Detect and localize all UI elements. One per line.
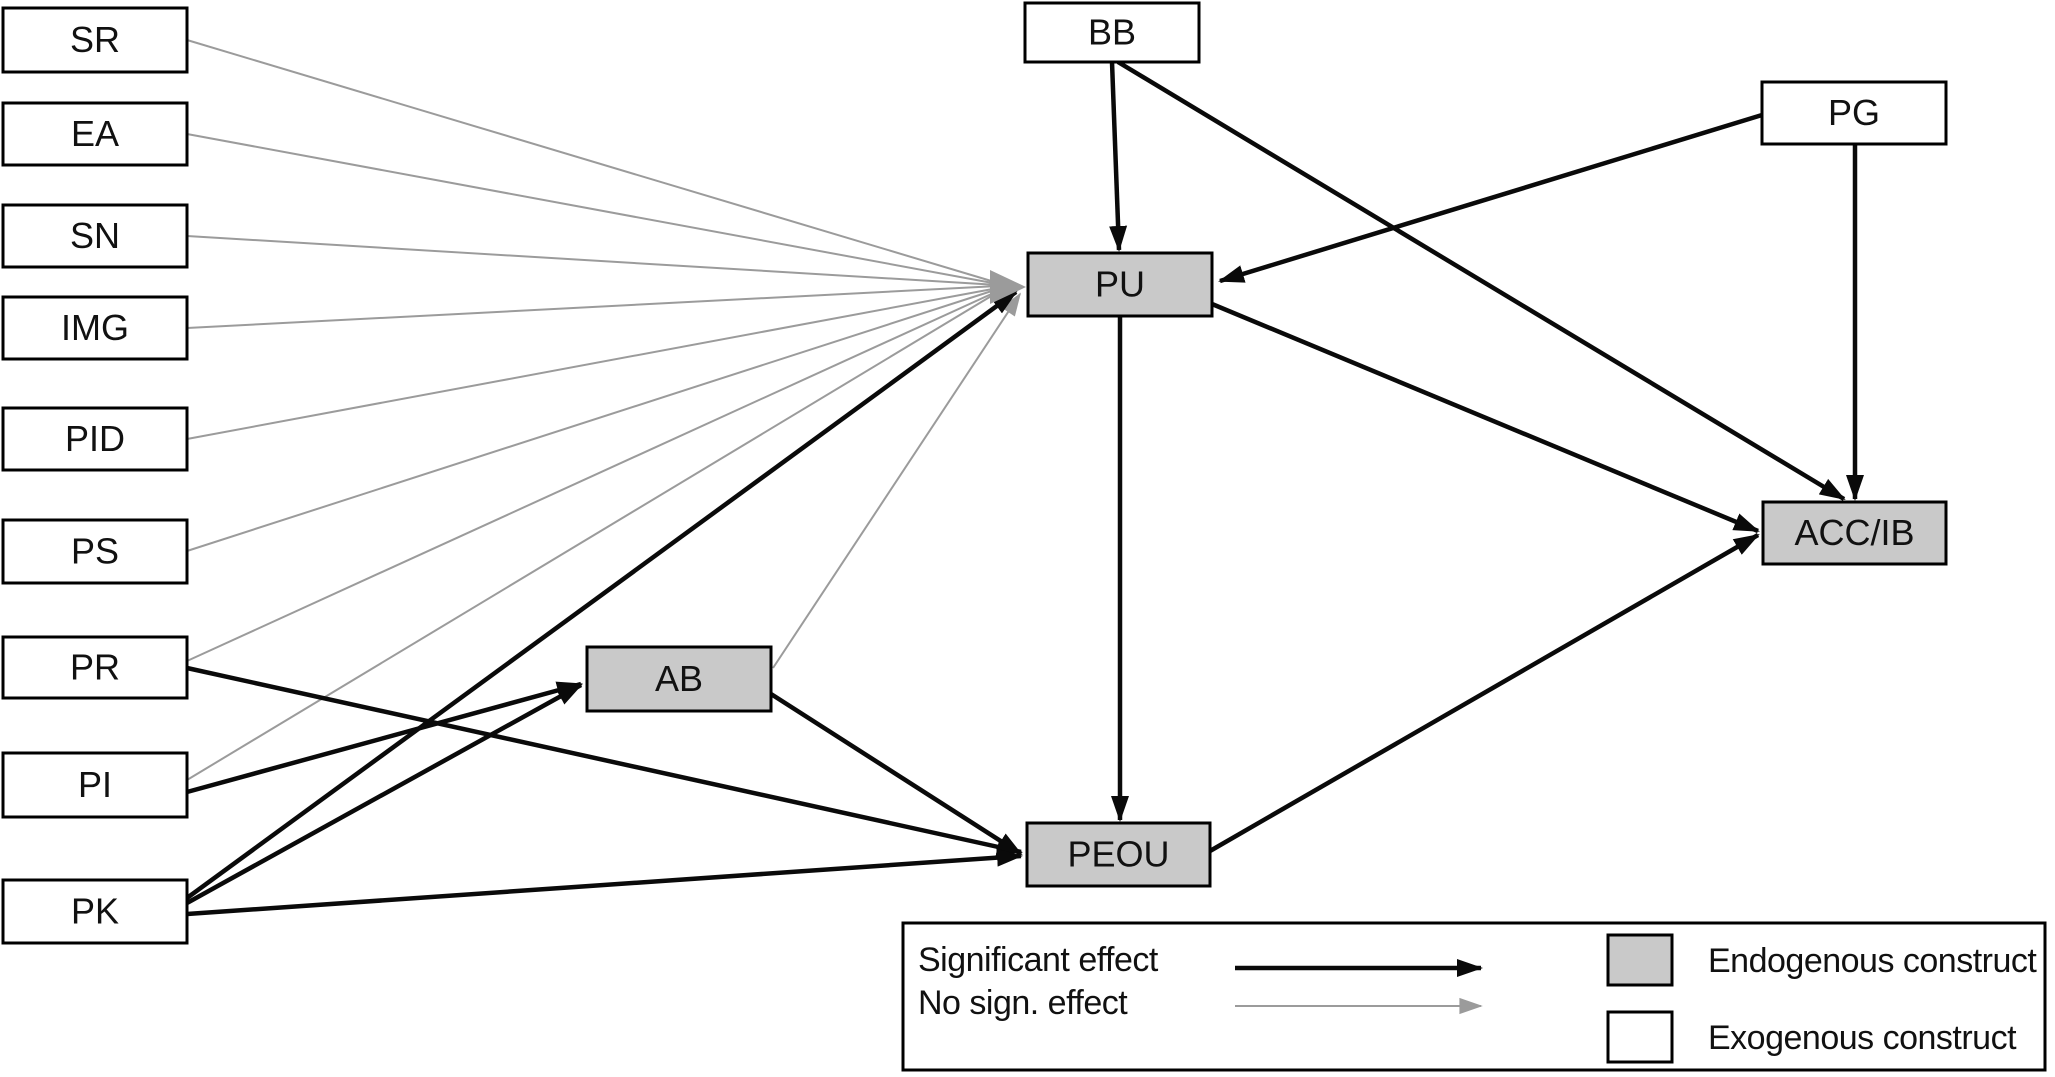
- node-box-PK: [1, 878, 189, 945]
- edges-layer: [185, 39, 1864, 917]
- node-label-PID: PID: [65, 418, 125, 459]
- node-label-EA: EA: [71, 113, 119, 154]
- node-label-PK: PK: [71, 891, 119, 932]
- node-box-ACCIB: [1761, 500, 1948, 566]
- legend-exogenous-swatch: [1606, 1010, 1674, 1064]
- legend-no-sign-label: No sign. effect: [918, 984, 1128, 1022]
- node-box-IMG: [1, 295, 189, 361]
- edge-PU-ACCIB: [1211, 301, 1760, 534]
- node-label-BB: BB: [1088, 12, 1136, 53]
- node-label-PG: PG: [1828, 92, 1880, 133]
- edge-IMG-PU: [186, 285, 999, 329]
- edge-BB-PU: [1109, 61, 1128, 252]
- node-PR: PR: [1, 635, 189, 700]
- edge-PID-PU: [186, 287, 999, 440]
- node-PID: PID: [1, 406, 189, 472]
- edge-PK-AB: [185, 683, 583, 905]
- node-label-IMG: IMG: [61, 307, 129, 348]
- node-box-PR: [1, 635, 189, 700]
- node-box-EA: [1, 101, 189, 167]
- edge-BB-ACCIB: [1116, 60, 1846, 501]
- edge-EA-PU: [186, 133, 999, 285]
- node-box-PI: [1, 751, 189, 819]
- node-ACCIB: ACC/IB: [1761, 500, 1948, 566]
- nodes-layer: SR EA SN IMG PID PS PR PI PK BB PG PU AB PEOU ACC/IB: [1, 1, 1948, 945]
- edge-SN-PU: [186, 235, 999, 286]
- node-box-PS: [1, 518, 189, 585]
- legend-endogenous-swatch: [1606, 933, 1674, 987]
- node-label-PS: PS: [71, 531, 119, 572]
- node-SR: SR: [1, 6, 189, 74]
- edge-PEOU-ACCIB: [1208, 533, 1760, 853]
- legend-box: [901, 921, 2047, 1072]
- legend-exogenous-label: Exogenous construct: [1708, 1019, 2017, 1057]
- edge-PK-PEOU: [186, 848, 1023, 917]
- node-label-ACCIB: ACC/IB: [1794, 512, 1914, 553]
- node-box-PG: [1760, 80, 1948, 146]
- node-label-PEOU: PEOU: [1067, 834, 1169, 875]
- node-label-PU: PU: [1095, 264, 1145, 305]
- node-label-PI: PI: [78, 764, 112, 805]
- node-label-SR: SR: [70, 19, 120, 60]
- node-EA: EA: [1, 101, 189, 167]
- node-box-PU: [1026, 251, 1214, 318]
- node-SN: SN: [1, 203, 189, 269]
- edge-PS-PU: [186, 288, 999, 552]
- edge-PK-PU: [185, 290, 1018, 900]
- edge-PG-PU: [1218, 112, 1763, 284]
- node-PG: PG: [1760, 80, 1948, 146]
- edge-SR-PU: [186, 39, 999, 284]
- node-box-SR: [1, 6, 189, 74]
- edge-PR-PEOU: [186, 665, 1023, 856]
- edge-AB-PEOU: [769, 692, 1023, 856]
- node-PEOU: PEOU: [1025, 821, 1212, 888]
- node-AB: AB: [585, 645, 773, 713]
- node-label-AB: AB: [655, 658, 703, 699]
- edge-PR-PU: [186, 290, 999, 662]
- edge-PI-AB: [186, 681, 583, 795]
- edge-AB-PU: [772, 292, 1021, 669]
- legend-endogenous-label: Endogenous construct: [1708, 942, 2037, 980]
- node-label-SN: SN: [70, 215, 120, 256]
- node-box-AB: [585, 645, 773, 713]
- node-IMG: IMG: [1, 295, 189, 361]
- node-box-BB: [1023, 1, 1201, 64]
- node-box-PEOU: [1025, 821, 1212, 888]
- node-PI: PI: [1, 751, 189, 819]
- pu-incoming-arrowhead: [990, 270, 1026, 304]
- node-PK: PK: [1, 878, 189, 945]
- legend-significant-label: Significant effect: [918, 941, 1159, 979]
- legend: Significant effect No sign. effect Endog…: [901, 921, 2047, 1072]
- node-BB: BB: [1023, 1, 1201, 64]
- node-PU: PU: [1026, 251, 1214, 318]
- node-label-PR: PR: [70, 647, 120, 688]
- node-box-PID: [1, 406, 189, 472]
- node-box-SN: [1, 203, 189, 269]
- node-PS: PS: [1, 518, 189, 585]
